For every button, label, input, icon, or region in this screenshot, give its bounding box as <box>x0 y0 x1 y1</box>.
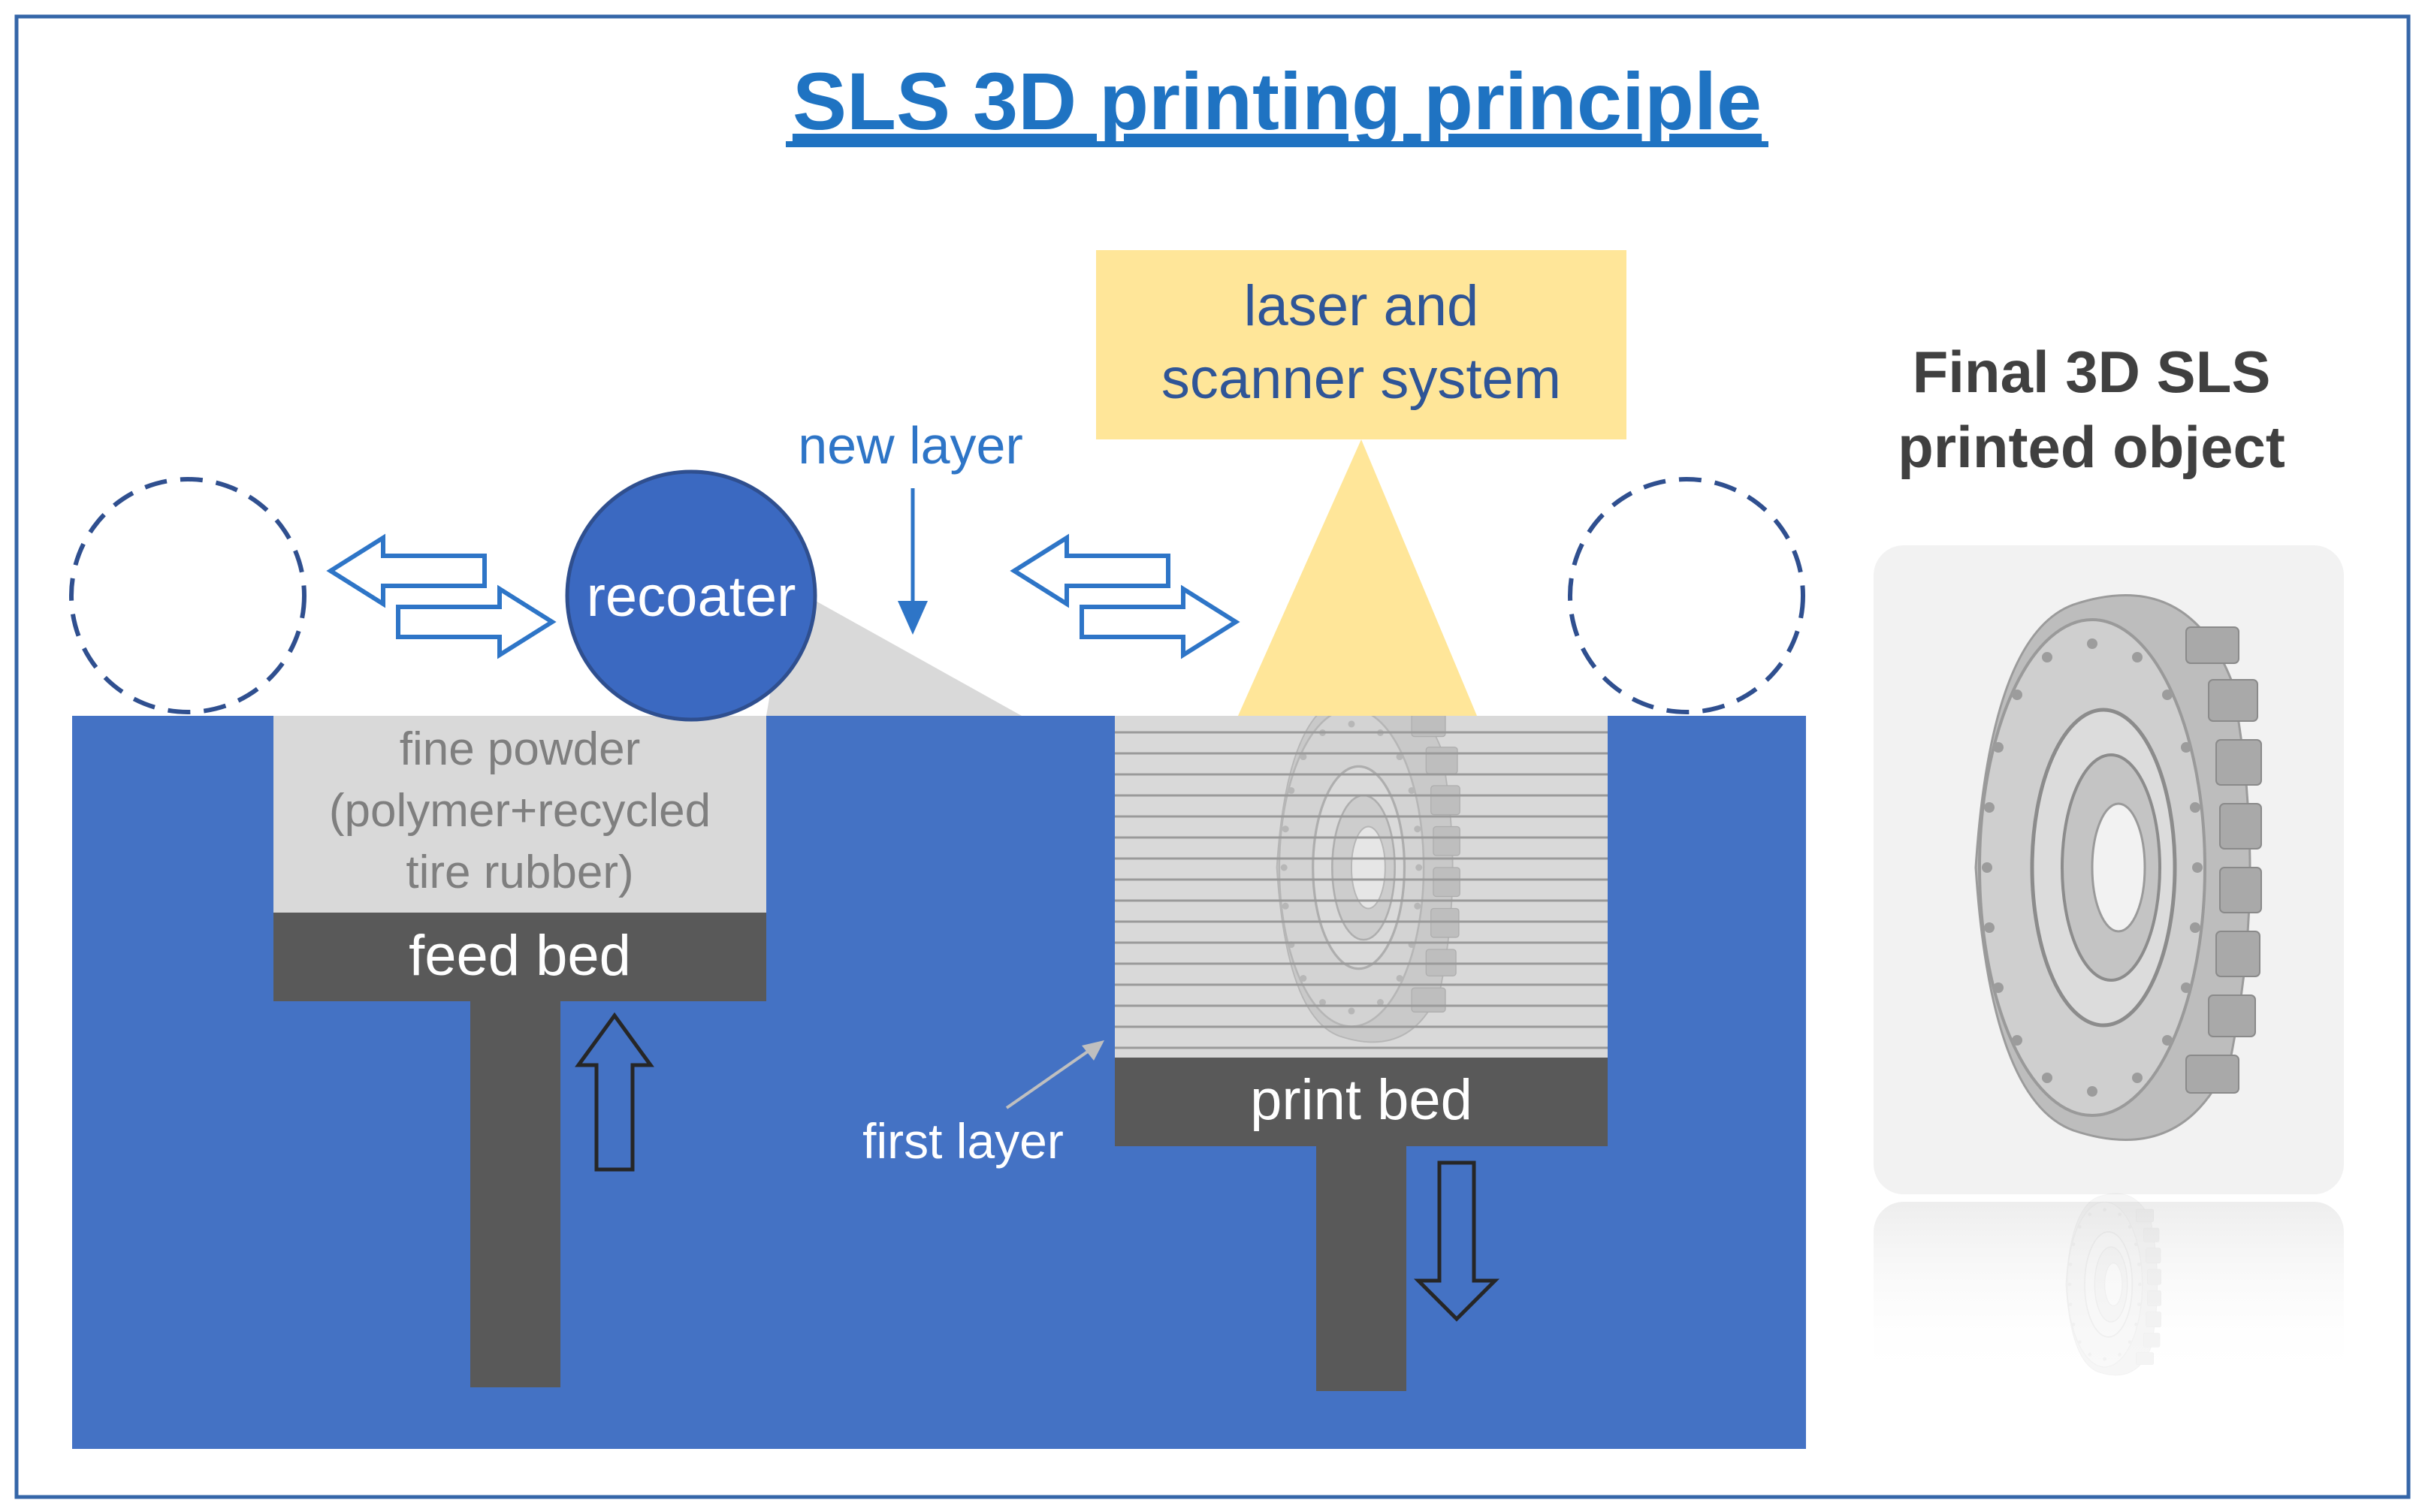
tire-reflection <box>2066 1194 2161 1375</box>
first-layer-pointer-head <box>1082 1040 1104 1061</box>
feed-piston <box>470 1001 560 1387</box>
powder-spread-wedge <box>766 586 1022 716</box>
sintered-layer-lines <box>1115 731 1608 1049</box>
double-arrow-left-right-icon <box>326 533 557 659</box>
down-arrow-icon <box>1413 1160 1500 1322</box>
double-arrow-left-right-icon <box>1010 533 1240 659</box>
tire-icon <box>1976 596 2261 1140</box>
laser-label-line1: laser and <box>1244 274 1479 338</box>
print-piston <box>1316 1146 1406 1391</box>
new-layer-label: new layer <box>798 416 1023 475</box>
recoater-start-position <box>69 477 307 714</box>
feed-powder <box>273 716 766 913</box>
powder-label-line1: fine powder <box>400 723 641 775</box>
recoater-end-position <box>1568 477 1805 714</box>
print-bed-label: print bed <box>1250 1068 1472 1132</box>
recoater-roller <box>565 469 817 722</box>
final-object-line1: Final 3D SLS <box>1913 339 2271 405</box>
powder-label-line3: tire rubber) <box>406 847 633 898</box>
print-bed <box>1115 1058 1608 1146</box>
feed-bed <box>273 913 766 1001</box>
laser-scanner-box <box>1096 250 1626 439</box>
first-layer-pointer <box>1005 1046 1095 1109</box>
feed-bed-label: feed bed <box>409 924 631 988</box>
down-arrow-icon <box>898 601 928 635</box>
up-arrow-icon <box>575 1012 654 1172</box>
page-title: SLS 3D printing principle <box>793 56 1762 146</box>
first-layer-label: first layer <box>862 1113 1064 1169</box>
powder-label-line2: (polymer+recycled <box>329 785 711 837</box>
final-object-line2: printed object <box>1898 414 2285 480</box>
laser-beam <box>1238 439 1477 716</box>
recoater-label: recoater <box>587 565 796 629</box>
title-underline <box>786 141 1768 147</box>
laser-label-line2: scanner system <box>1161 347 1561 411</box>
tire-in-chamber <box>1277 693 1460 1043</box>
